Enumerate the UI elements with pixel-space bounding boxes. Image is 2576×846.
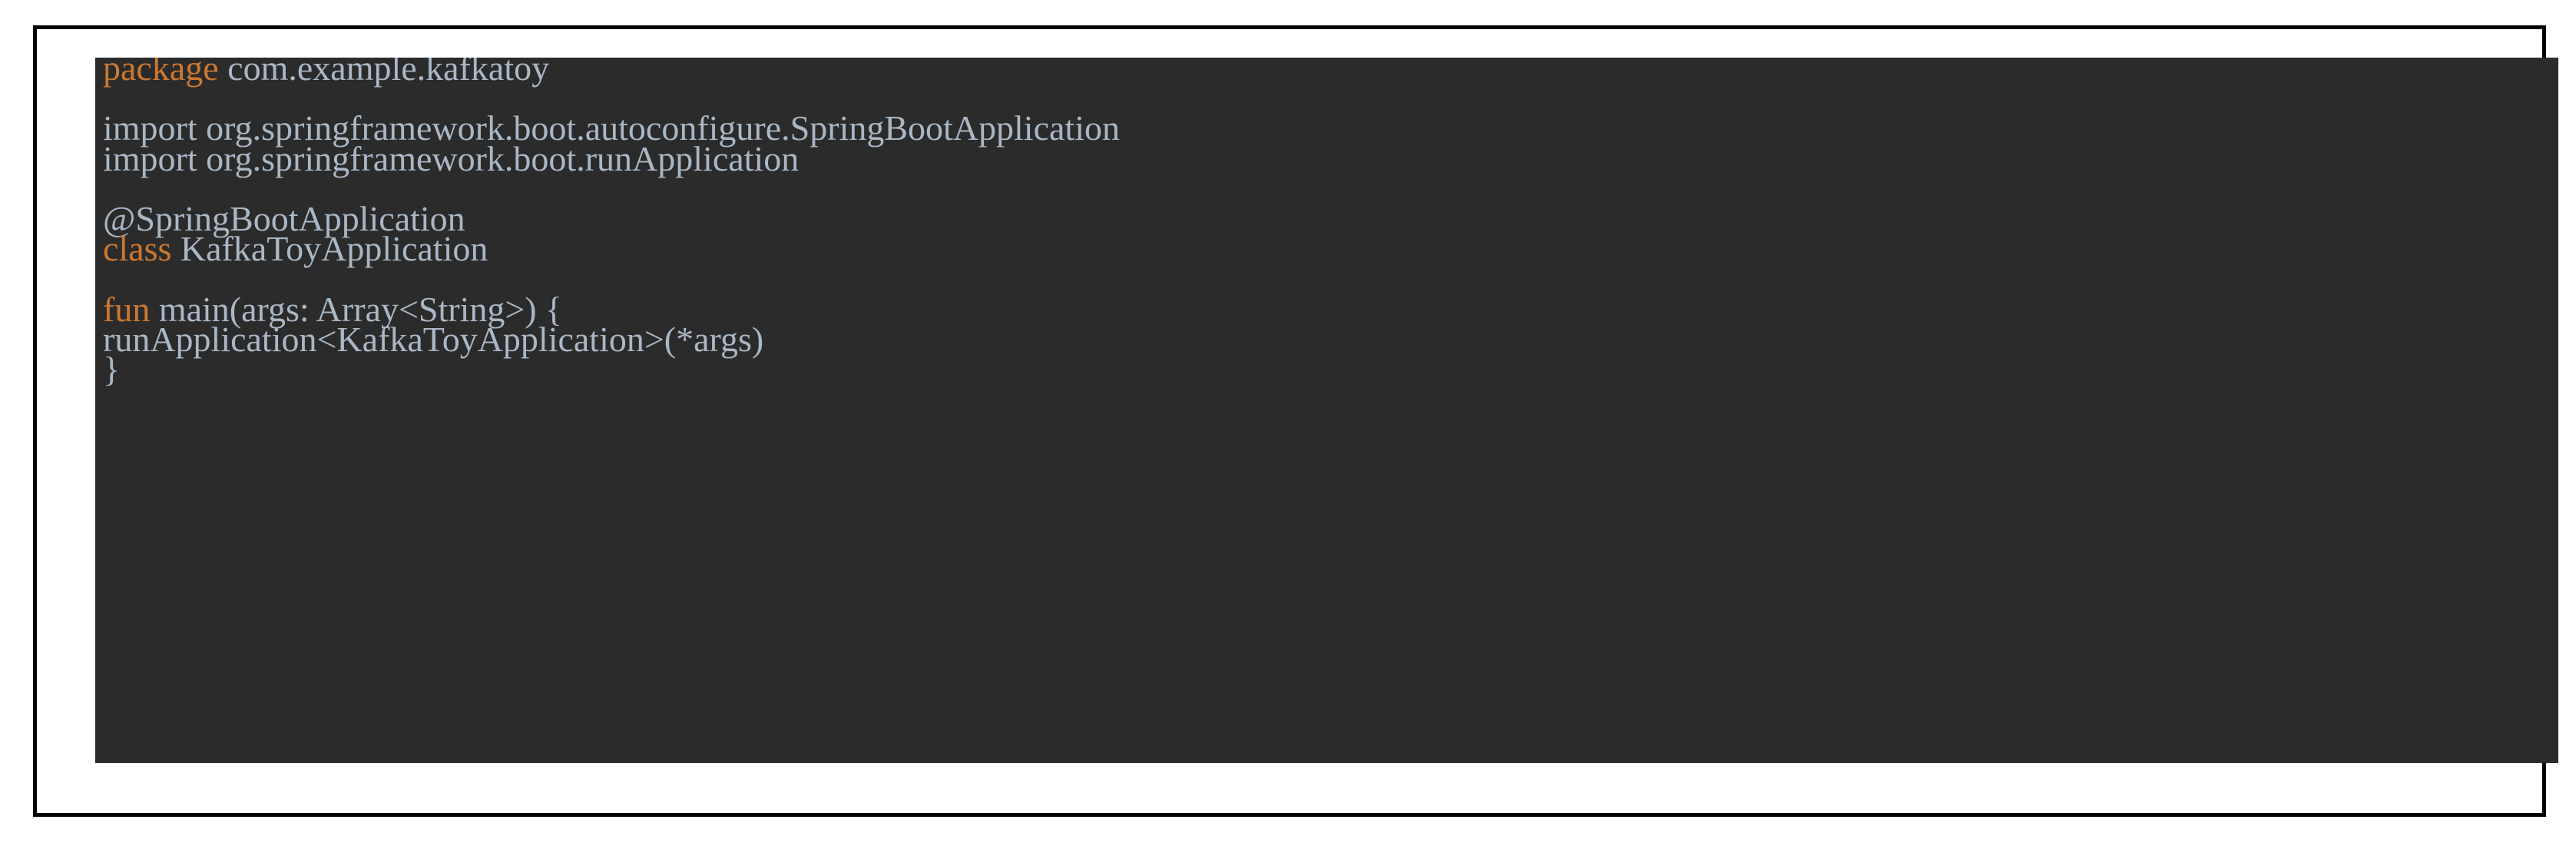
code-line: fun main(args: Array<String>) {: [103, 291, 1120, 327]
code-token-plain: import org.springframework.boot.autoconf…: [103, 108, 1120, 148]
code-token-plain: }: [103, 349, 121, 389]
code-line: runApplication<KafkaToyApplication>(*arg…: [103, 321, 1120, 357]
code-token-plain: com.example.kafkatoy: [218, 58, 550, 88]
code-line: import org.springframework.boot.runAppli…: [103, 141, 1120, 176]
code-token-keyword: class: [103, 229, 172, 269]
code-figure-frame: package com.example.kafkatoy​import org.…: [33, 25, 2558, 817]
code-line: package com.example.kafkatoy: [103, 58, 1120, 86]
code-token-plain: KafkaToyApplication: [171, 229, 488, 269]
code-token-keyword: fun: [103, 289, 151, 329]
code-editor-surface[interactable]: package com.example.kafkatoy​import org.…: [95, 58, 2558, 763]
code-token-plain: main(args: Array<String>) {: [150, 289, 563, 329]
code-token-plain: runApplication<KafkaToyApplication>(*arg…: [103, 319, 764, 359]
code-line: }: [103, 351, 1120, 387]
code-line: @SpringBootApplication: [103, 201, 1120, 236]
code-token-keyword: package: [103, 58, 219, 88]
code-block[interactable]: package com.example.kafkatoy​import org.…: [103, 58, 1120, 387]
code-token-plain: @SpringBootApplication: [103, 198, 465, 238]
code-line: class KafkaToyApplication: [103, 231, 1120, 267]
code-token-plain: import org.springframework.boot.runAppli…: [103, 138, 800, 178]
code-line: import org.springframework.boot.autoconf…: [103, 111, 1120, 146]
